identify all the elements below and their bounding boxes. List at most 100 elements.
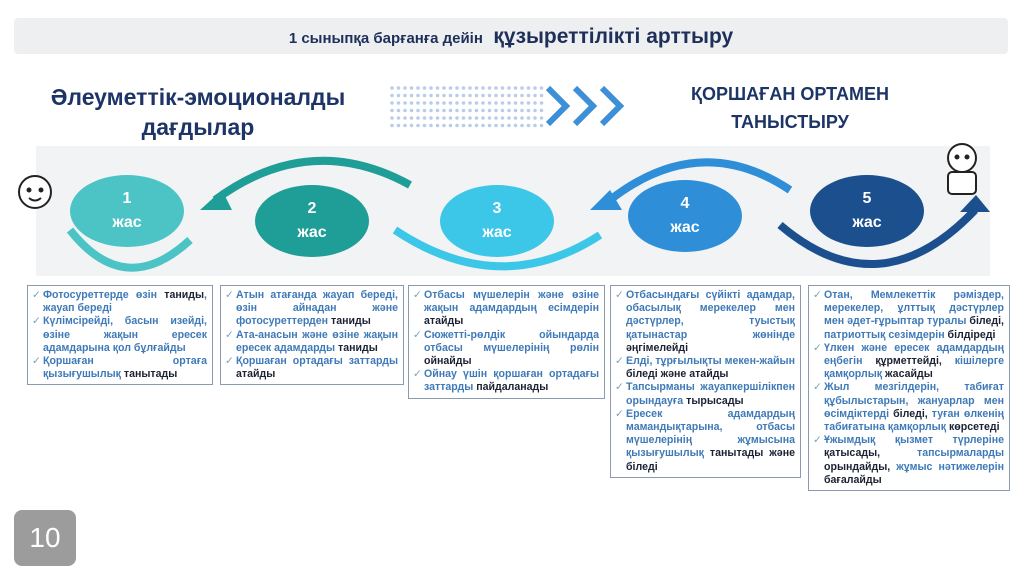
skill-verb: көрсетеді [948, 421, 1000, 434]
dot [513, 108, 518, 113]
dot [409, 116, 414, 120]
stage-number: 2 [307, 200, 317, 217]
dot [539, 86, 544, 90]
dot [461, 86, 466, 90]
check-icon: ✓ [32, 355, 41, 368]
skill-text: Ата-анасын және өзіне жақын ересек адамд… [236, 328, 398, 354]
dot [500, 108, 505, 113]
age-4-skills-box: ✓Отбасындағы сүйікті адамдар, обасылық м… [610, 285, 801, 478]
skill-verb: құрметтейді, [875, 355, 942, 368]
arc-2 [212, 156, 412, 204]
dot [500, 116, 505, 120]
skill-item: ✓Фотосуреттерде өзін таниды, жауап беред… [32, 289, 207, 315]
dot [468, 108, 472, 113]
skill-verb: қатысады, [824, 447, 881, 460]
skill-text: Жыл мезгілдерін, табиғат құбылыстарын, ж… [824, 381, 1004, 420]
left-heading: Әлеуметтік-эмоционалды дағдылар [50, 84, 346, 140]
dot [442, 108, 446, 113]
dot [533, 86, 537, 90]
dot [520, 93, 524, 98]
dot [409, 123, 414, 128]
chevron-arrows-icon [545, 85, 625, 127]
dot [494, 86, 498, 90]
dot [396, 123, 401, 128]
dot [526, 101, 531, 105]
dot [422, 116, 427, 120]
dot [513, 86, 518, 90]
dot [461, 108, 466, 113]
dot [442, 93, 446, 98]
dot [494, 116, 498, 120]
dot [429, 123, 433, 128]
dot [494, 108, 498, 113]
skill-item: ✓Күлімсірейді, басын изейді, өзіне жақын… [32, 315, 207, 355]
dot [513, 123, 518, 128]
check-icon: ✓ [225, 289, 234, 301]
dot [468, 86, 472, 90]
dot [448, 86, 453, 90]
dot [442, 116, 446, 120]
dot [474, 108, 479, 113]
dot [403, 101, 407, 105]
dot [429, 101, 433, 105]
skill-verb: таниды [331, 315, 371, 328]
title-main: құзыреттілікті арттыру [493, 25, 734, 48]
dot [481, 123, 485, 128]
arrow-head-5 [960, 195, 990, 212]
dot [435, 116, 440, 120]
dot [539, 123, 544, 128]
check-icon: ✓ [615, 289, 624, 301]
dot [409, 93, 414, 98]
dot [403, 116, 407, 120]
arc-5 [777, 207, 978, 268]
right-heading: ҚОРШАҒАН ОРТАМЕН ТАНЫСТЫРУ [691, 84, 889, 132]
dot [429, 93, 433, 98]
dot [429, 86, 433, 90]
skill-text: туған өлкенің табиғатына қамқорлық [824, 407, 1004, 434]
skill-text: Қоршаған ортаға қызығушылық [43, 355, 207, 381]
skill-text: Отан, Мемлекеттік рәміздер, мерекелер, ұ… [824, 289, 1004, 328]
dot [435, 101, 440, 105]
dot [422, 123, 427, 128]
skill-text: Қоршаған ортадағы заттарды [236, 355, 398, 368]
dot [468, 123, 472, 128]
dot [448, 116, 453, 120]
dot [448, 93, 453, 98]
dot [507, 86, 511, 90]
dot [416, 108, 420, 113]
dot [533, 123, 537, 128]
dot [416, 116, 420, 120]
dot [533, 101, 537, 105]
dot [455, 116, 459, 120]
dot [448, 101, 453, 105]
skill-item: ✓Қоршаған ортаға қызығушылық танытады [32, 355, 207, 381]
dot [468, 93, 472, 98]
skill-text: тапсырмаларды [880, 447, 1004, 460]
dot [539, 101, 544, 105]
dot [390, 86, 394, 90]
dot [396, 108, 401, 113]
arc-3 [392, 226, 603, 271]
dot [461, 101, 466, 105]
dot [435, 86, 440, 90]
dot [526, 116, 531, 120]
stage-label: жас [670, 219, 700, 236]
stage-number: 3 [492, 200, 502, 217]
dot [481, 116, 485, 120]
dot [533, 93, 537, 98]
dot [494, 93, 498, 98]
title-prefix: 1 сыныпқа барғанға дейін [288, 30, 483, 47]
dot [435, 123, 440, 128]
dot [455, 123, 459, 128]
arrow-head-4 [590, 190, 622, 210]
skill-item: ✓Жыл мезгілдерін, табиғат құбылыстарын, … [813, 381, 1004, 434]
skill-item: ✓Ересек адамдардың мамандықтарына, отбас… [615, 408, 795, 474]
skill-verb: жасайды [885, 368, 933, 381]
dot [507, 108, 511, 113]
dot [416, 86, 420, 90]
age-1-skills-box: ✓Фотосуреттерде өзін таниды, жауап беред… [27, 285, 213, 386]
dot [416, 123, 420, 128]
dot [455, 101, 459, 105]
